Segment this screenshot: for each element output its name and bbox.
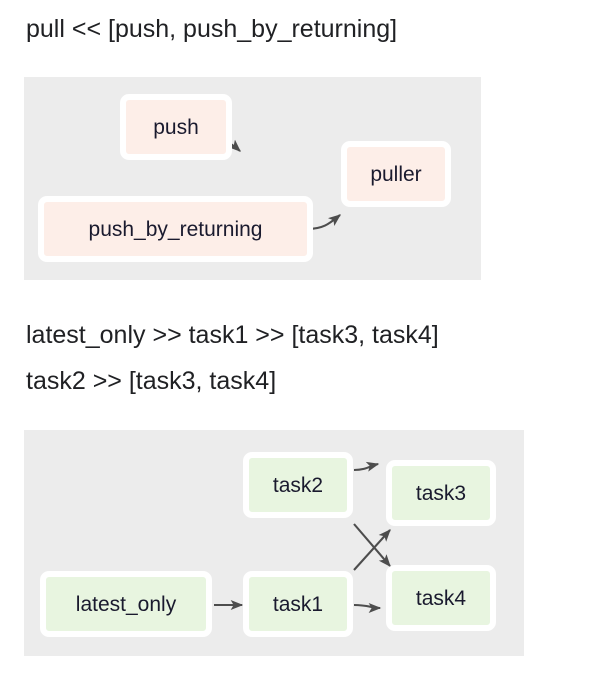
node-push-by-returning-label: push_by_returning xyxy=(88,217,263,241)
edge-task1-to-task3 xyxy=(353,529,391,571)
node-task4-label: task4 xyxy=(415,586,467,610)
node-task3[interactable]: task3 xyxy=(386,460,496,526)
tasks-expression-caption-line2: task2 >> [task3, task4] xyxy=(26,367,277,395)
edge-task2-to-task3 xyxy=(353,461,380,472)
edge-task1-to-task4 xyxy=(353,602,382,614)
node-latest-only[interactable]: latest_only xyxy=(40,571,212,637)
node-push-label: push xyxy=(153,115,199,139)
pull-diagram-panel: push push_by_returning puller xyxy=(24,77,481,280)
node-push[interactable]: push xyxy=(120,94,232,160)
node-puller-label: puller xyxy=(370,162,422,186)
node-push-by-returning[interactable]: push_by_returning xyxy=(38,196,313,262)
node-task4[interactable]: task4 xyxy=(386,565,496,631)
tasks-expression-caption-line1: latest_only >> task1 >> [task3, task4] xyxy=(26,321,439,349)
node-task3-label: task3 xyxy=(415,481,467,505)
node-task1-label: task1 xyxy=(272,592,324,616)
node-task2[interactable]: task2 xyxy=(243,452,353,518)
node-latest-only-label: latest_only xyxy=(75,592,177,616)
pull-expression-caption: pull << [push, push_by_returning] xyxy=(26,15,398,43)
edge-task2-to-task4 xyxy=(353,523,391,567)
node-puller[interactable]: puller xyxy=(341,141,451,207)
node-task2-label: task2 xyxy=(272,473,324,497)
node-task1[interactable]: task1 xyxy=(243,571,353,637)
tasks-diagram-panel: latest_only task1 task2 task3 task4 xyxy=(24,430,524,656)
tasks-diagram-edges xyxy=(214,461,391,614)
